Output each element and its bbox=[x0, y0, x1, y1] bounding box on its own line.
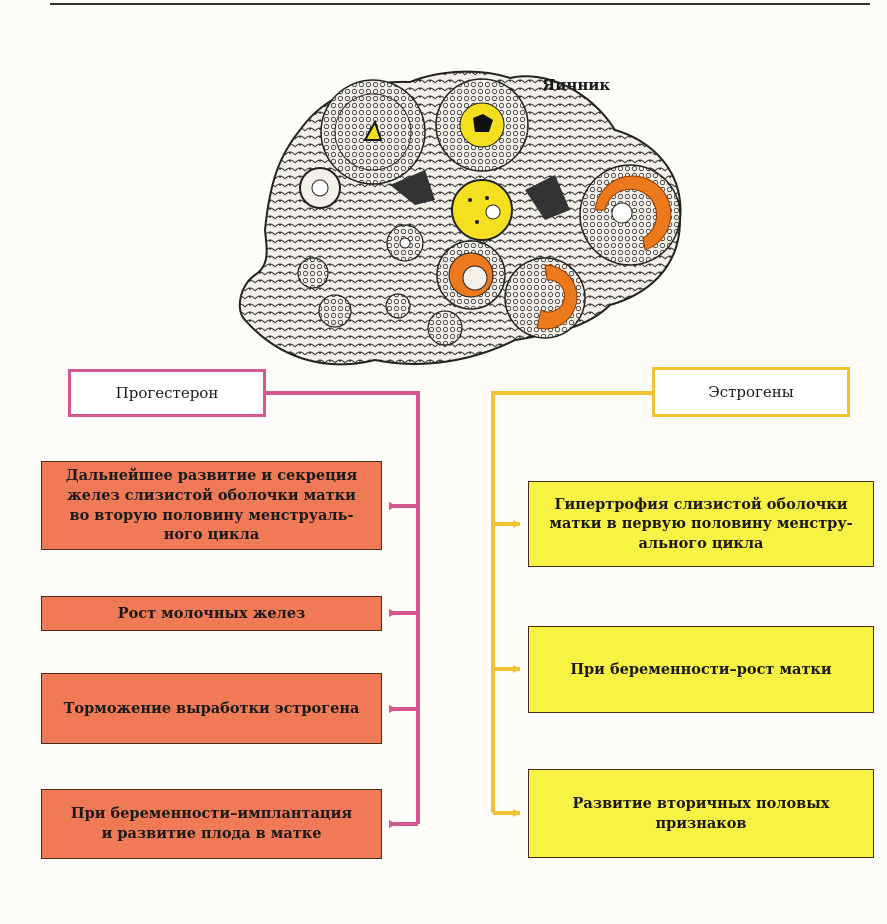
ovary-label: Яичник bbox=[542, 76, 611, 94]
estrogen-effect-box: При беременности–рост матки bbox=[528, 626, 874, 713]
progesterone-box: Прогестерон bbox=[68, 369, 266, 417]
estrogens-box: Эстрогены bbox=[652, 367, 850, 417]
top-rule bbox=[50, 3, 870, 5]
progesterone-connectors bbox=[266, 391, 420, 828]
progesterone-effect-text: При беременности–имплантация и развитие … bbox=[70, 805, 353, 842]
progesterone-effect-box: Рост молочных желез bbox=[41, 596, 382, 631]
estrogens-label: Эстрогены bbox=[708, 383, 794, 401]
estrogen-effect-text: Развитие вторичных половых признаков bbox=[572, 794, 830, 832]
estrogen-effect-box: Гипертрофия слизистой оболочки матки в п… bbox=[528, 481, 874, 567]
progesterone-effect-box: При беременности–имплантация и развитие … bbox=[41, 789, 382, 859]
progesterone-effect-box: Торможение выработки эстрогена bbox=[41, 673, 382, 744]
estrogen-effect-text: При беременности–рост матки bbox=[570, 660, 832, 678]
ovary-illustration bbox=[238, 70, 682, 366]
progesterone-effect-box: Дальнейшее развитие и секреция желез сли… bbox=[41, 461, 382, 550]
progesterone-effect-text: Рост молочных желез bbox=[117, 604, 306, 622]
estrogen-connectors bbox=[491, 391, 652, 817]
progesterone-effect-text: Дальнейшее развитие и секреция желез сли… bbox=[65, 467, 358, 544]
progesterone-label: Прогестерон bbox=[115, 384, 219, 402]
progesterone-effect-text: Торможение выработки эстрогена bbox=[63, 699, 360, 717]
estrogen-effect-box: Развитие вторичных половых признаков bbox=[528, 769, 874, 858]
estrogen-effect-text: Гипертрофия слизистой оболочки матки в п… bbox=[549, 495, 853, 552]
